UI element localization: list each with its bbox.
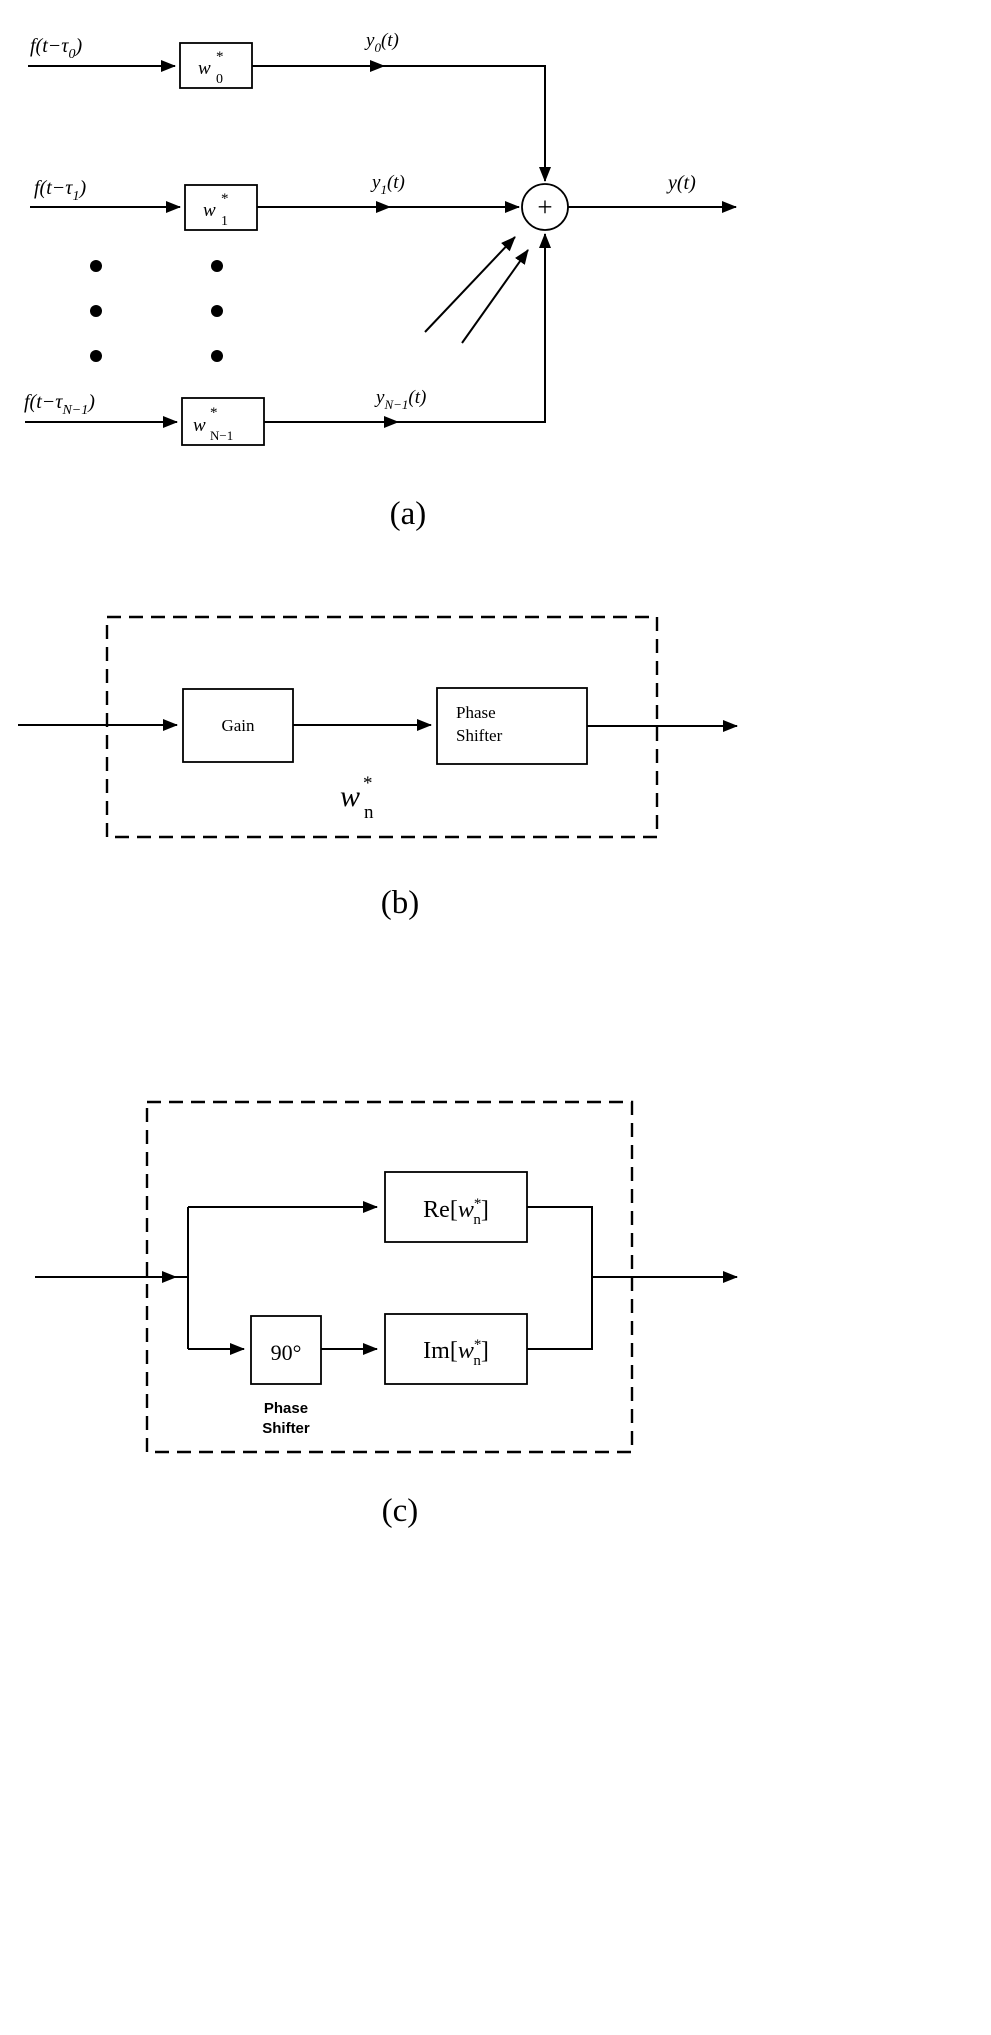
tap-label-1-base: y <box>370 172 381 193</box>
weight-0-sup: * <box>216 49 224 65</box>
tap-label-2-base: y <box>374 387 385 408</box>
input-label-2-close: ) <box>87 391 95 413</box>
tap-label-1-close: (t) <box>387 172 405 193</box>
input-label-1-base: f(t−τ <box>34 177 73 199</box>
tap-label-2-sub: N−1 <box>383 397 408 412</box>
diagram-part-b: Gain Phase Shifter w* n (b) <box>18 615 738 921</box>
diagram-part-a: f(t−τ0) w*0 y0(t) f(t−τ1) w*1 y1(t) f(t−… <box>24 30 737 532</box>
weight-2-sub: N−1 <box>210 428 233 443</box>
weight-label-2: w* N−1 <box>193 405 233 443</box>
input-label-2-sub: N−1 <box>61 403 88 418</box>
ellipsis-dots <box>90 260 223 362</box>
tap-label-1: y1(t) <box>370 172 405 197</box>
tap-label-1-sub: 1 <box>380 182 387 197</box>
input-label-0-sub: 0 <box>68 47 75 62</box>
weight-label-1: w * 1 <box>203 191 229 229</box>
input-label-0-base: f(t−τ <box>30 35 69 57</box>
weight-2-base: w <box>193 415 206 436</box>
input-label-0-close: ) <box>74 35 82 57</box>
input-label-2-base: f(t−τ <box>24 391 63 413</box>
tap-label-0-close: (t) <box>381 30 399 51</box>
branch-arrow-2 <box>461 249 529 344</box>
weight-1-sup: * <box>221 191 229 207</box>
phase-shifter-label-line2: Shifter <box>456 726 503 745</box>
real-weight-box <box>384 1171 528 1243</box>
weight-symbol-b: w* n <box>340 773 374 823</box>
ninety-degree-box <box>250 1315 322 1385</box>
real-weight-label: Re[w*n] <box>423 1196 489 1228</box>
summer-plus: + <box>537 192 552 222</box>
output-label-a: y(t) <box>666 172 696 194</box>
ninety-degree-label: 90° <box>271 1340 302 1365</box>
weight-label-0: w * 0 <box>198 49 224 87</box>
gain-box <box>182 688 294 763</box>
weight-2-sup: * <box>210 405 218 421</box>
weight-b-sup: * <box>363 773 373 794</box>
caption-c: (c) <box>382 1493 419 1529</box>
weight-0-sub: 0 <box>216 72 223 87</box>
imag-weight-box <box>384 1313 528 1385</box>
tap-label-0: y0(t) <box>364 30 399 55</box>
weight-b-sub: n <box>364 802 374 823</box>
weight-boundary-c <box>145 1100 634 1454</box>
weight-1-sub: 1 <box>221 214 228 229</box>
tap-label-0-sub: 0 <box>374 40 381 55</box>
phase-shifter-caption-line2: Shifter <box>262 1420 310 1437</box>
im-w-sup: * <box>474 1337 482 1353</box>
caption-a: (a) <box>390 496 427 532</box>
ellipsis-dot <box>211 350 223 362</box>
weight-box-2 <box>181 397 265 446</box>
branch-arrow-1 <box>424 236 516 333</box>
phase-shifter-caption-line1: Phase <box>264 1400 308 1417</box>
caption-b: (b) <box>381 885 419 921</box>
weight-0-base: w <box>198 58 211 79</box>
diagram-part-c: Re[w*n] 90° Im[w*n] Phase Shifter (c) <box>35 1100 738 1529</box>
re-w-sub: n <box>473 1212 481 1228</box>
re-close: ] <box>481 1197 489 1223</box>
merge-line-c <box>527 1206 593 1350</box>
im-w-sub: n <box>473 1353 481 1369</box>
ellipsis-dot <box>211 260 223 272</box>
ellipsis-dot <box>90 305 102 317</box>
ellipsis-dot <box>90 350 102 362</box>
tap-label-0-base: y <box>364 30 375 51</box>
input-label-2: f(t−τN−1) <box>24 391 95 418</box>
gain-label: Gain <box>221 716 255 735</box>
phase-shifter-label-line1: Phase <box>456 703 496 722</box>
tap-label-2-close: (t) <box>408 387 426 408</box>
input-label-0: f(t−τ0) <box>30 35 82 62</box>
input-label-1-sub: 1 <box>72 189 79 204</box>
ellipsis-dot <box>211 305 223 317</box>
phase-shifter-box <box>436 687 588 765</box>
re-open: Re[ <box>423 1197 458 1223</box>
ellipsis-dot <box>90 260 102 272</box>
tap-line-0b <box>384 65 551 182</box>
input-label-1: f(t−τ1) <box>34 177 86 204</box>
re-w-sup: * <box>474 1196 482 1212</box>
im-close: ] <box>481 1338 489 1364</box>
im-open: Im[ <box>423 1338 458 1364</box>
imag-weight-label: Im[w*n] <box>423 1337 489 1369</box>
im-w: w <box>458 1338 474 1364</box>
tap-label-2: yN−1(t) <box>374 387 426 412</box>
input-label-1-close: ) <box>78 177 86 199</box>
weight-1-base: w <box>203 200 216 221</box>
weight-b-base: w <box>340 780 360 813</box>
tap-line-2b <box>398 233 551 423</box>
re-w: w <box>458 1197 474 1223</box>
